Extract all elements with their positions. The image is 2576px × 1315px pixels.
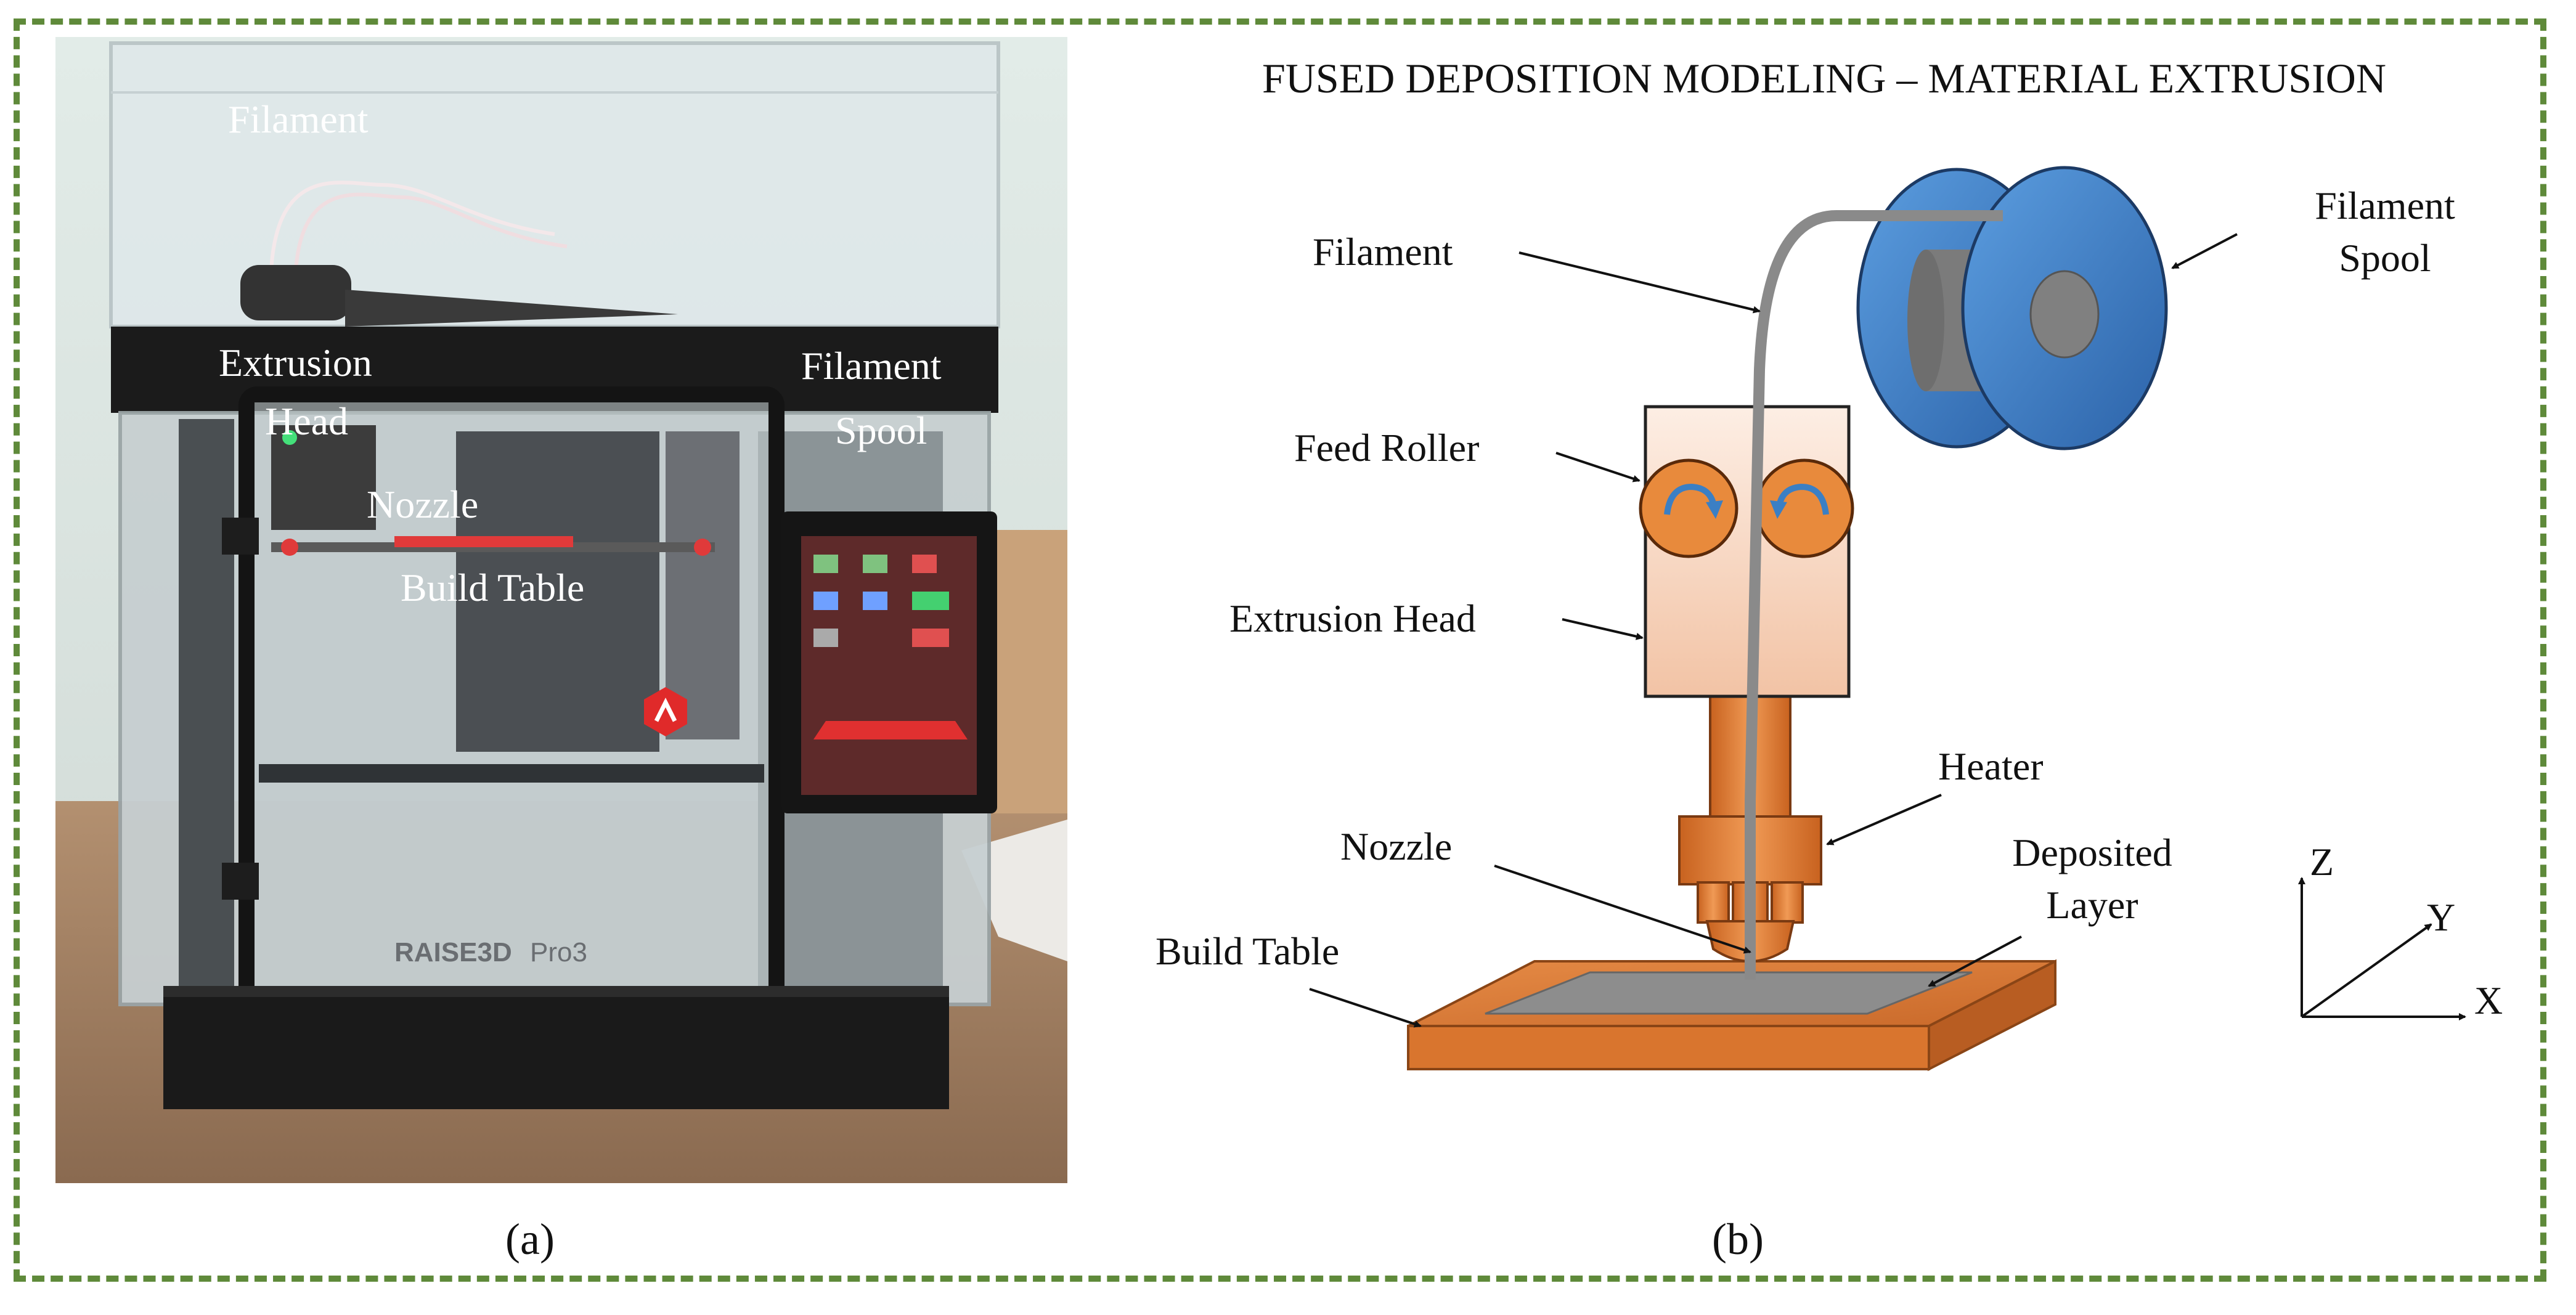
interior-mechanism xyxy=(456,431,659,752)
label-build-table: Build Table xyxy=(1156,929,1339,973)
photo-filament-tube-2 xyxy=(294,192,568,272)
printer-model-text: Pro3 xyxy=(530,937,587,967)
photo-label-extrusion-2: Head xyxy=(265,399,348,443)
label-feed-roller: Feed Roller xyxy=(1294,426,1479,470)
label-filament: Filament xyxy=(1313,230,1453,274)
photo-label-spool-2: Spool xyxy=(835,409,927,452)
feed-roller-right xyxy=(1755,458,1854,558)
photo-label-spool-1: Filament xyxy=(801,344,942,388)
label-deposited-2: Layer xyxy=(2046,883,2138,927)
arrow-extrusion-head xyxy=(1562,618,1644,640)
arrow-deposited-layer xyxy=(1928,935,2022,987)
photo-filament-tube-1 xyxy=(269,181,555,272)
feed-roller-left xyxy=(1639,458,1738,558)
caption-b: (b) xyxy=(1712,1215,1764,1264)
axis-triad: Z Y X xyxy=(2298,840,2503,1022)
printer-touchscreen xyxy=(781,511,997,813)
label-spool-1: Filament xyxy=(2315,184,2455,227)
printer-base xyxy=(163,986,949,1109)
arrow-feed-roller xyxy=(1555,452,1641,482)
diagram-title: FUSED DEPOSITION MODELING – MATERIAL EXT… xyxy=(1262,55,2386,102)
dashed-border-frame xyxy=(14,18,2546,1282)
arrow-nozzle xyxy=(1494,865,1751,954)
red-rail xyxy=(394,536,573,547)
filament-path xyxy=(1745,210,2003,980)
panel-a-photo: RAISE3D Pro3 Filament Extrusion Head Fil… xyxy=(55,37,1067,1183)
arrow-build-table xyxy=(1309,988,1422,1028)
printer-brand-text: RAISE3D xyxy=(394,937,512,967)
rotation-arrow-icon xyxy=(1770,500,1787,519)
label-extrusion-head: Extrusion Head xyxy=(1229,596,1476,640)
panel-b-schematic: FUSED DEPOSITION MODELING – MATERIAL EXT… xyxy=(1156,55,2503,1072)
photo-label-extrusion-1: Extrusion xyxy=(219,341,372,385)
raise3d-logo-icon xyxy=(644,687,687,736)
label-nozzle: Nozzle xyxy=(1340,824,1452,868)
arrow-spool xyxy=(2171,233,2238,269)
photo-build-plate xyxy=(259,764,764,783)
rotation-arrow-icon xyxy=(1706,500,1723,519)
photo-label-filament: Filament xyxy=(228,97,369,141)
deposited-layer-shape xyxy=(1485,971,1973,1015)
left-column xyxy=(179,419,234,986)
green-led xyxy=(282,430,297,445)
label-spool-2: Spool xyxy=(2339,236,2431,280)
photo-feeder xyxy=(240,265,351,320)
axis-label-y: Y xyxy=(2427,895,2455,939)
label-heater: Heater xyxy=(1938,744,2044,788)
axis-label-x: X xyxy=(2474,979,2503,1022)
caption-a: (a) xyxy=(505,1215,555,1264)
photo-label-build-table: Build Table xyxy=(401,566,584,609)
filament-spool-shape xyxy=(1856,166,2168,450)
arrow-heater xyxy=(1826,794,1942,845)
label-deposited-1: Deposited xyxy=(2012,831,2172,874)
photo-label-nozzle: Nozzle xyxy=(367,482,478,526)
axis-label-z: Z xyxy=(2310,840,2334,884)
arrow-filament xyxy=(1518,251,1761,314)
